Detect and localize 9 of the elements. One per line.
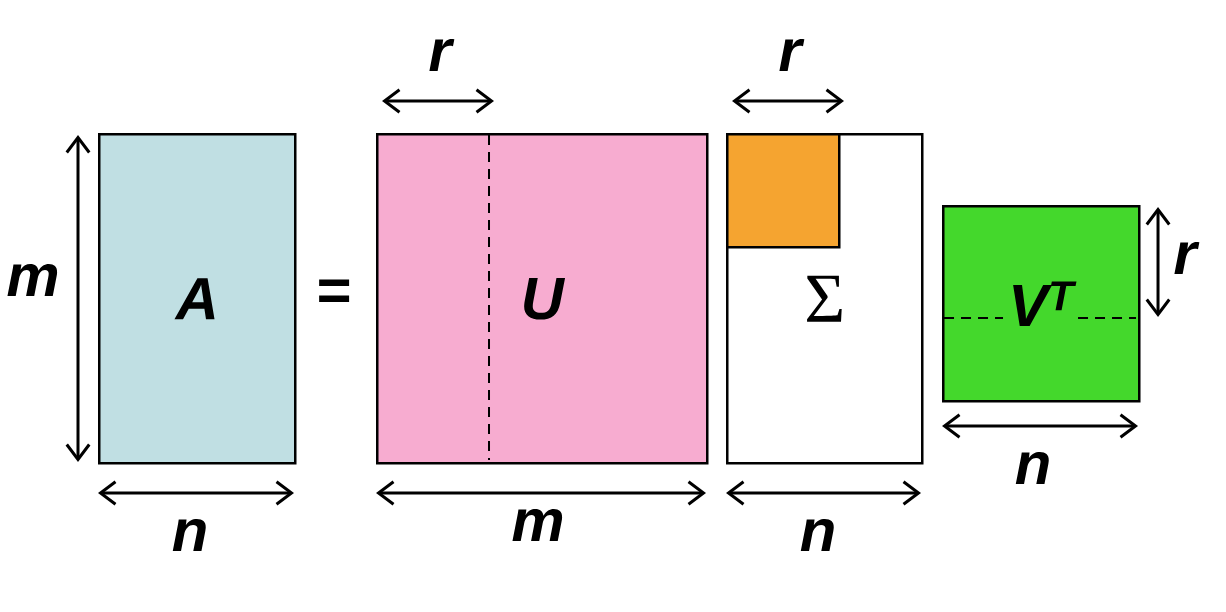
matrix-box: V$^{T}$ [942, 205, 1141, 403]
dimension-label: r [779, 38, 805, 72]
dimension-label: n [172, 518, 206, 552]
matrix-box: A [98, 133, 297, 465]
matrix-box: U [376, 133, 709, 465]
dimension-label: r [429, 38, 455, 72]
filled-square [726, 133, 841, 249]
dimension-label: n [800, 518, 834, 552]
equals-sign: = [319, 279, 350, 303]
